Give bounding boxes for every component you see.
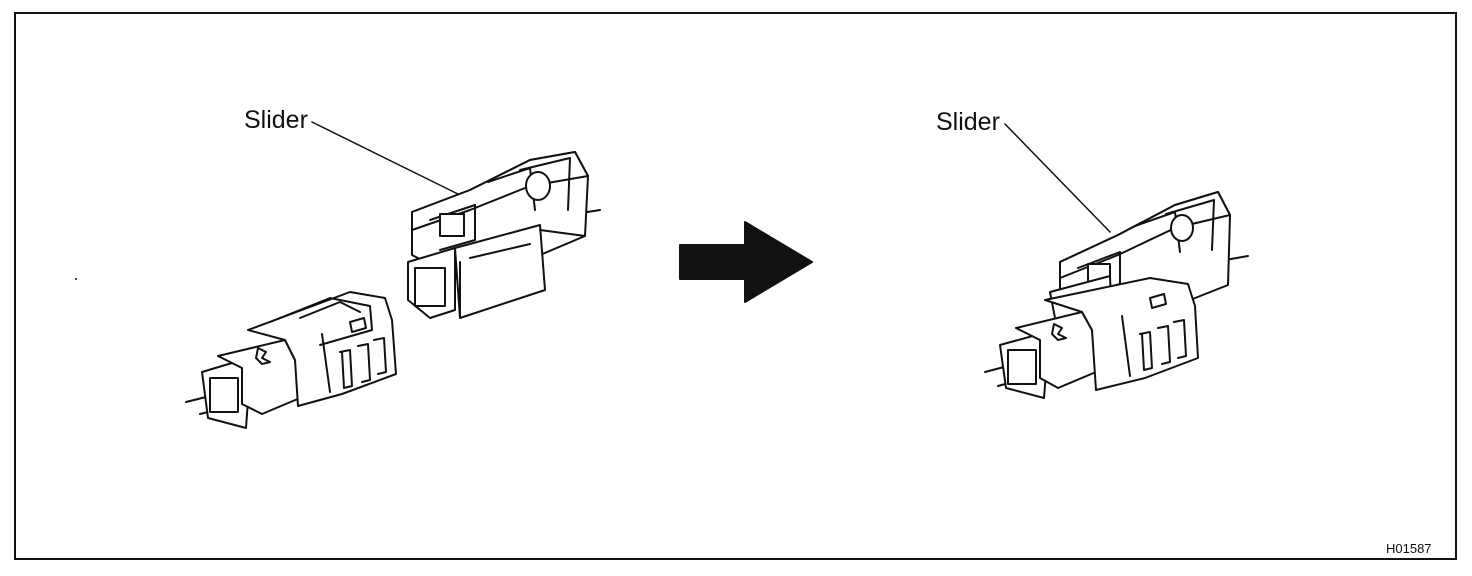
- arrow-right-icon: [679, 221, 813, 303]
- left-male-connector: [185, 291, 397, 429]
- right-slider-label: Slider: [936, 108, 1000, 136]
- figure-code: H01587: [1386, 541, 1432, 556]
- left-slider-label: Slider: [244, 106, 308, 134]
- right-slider-leader: [1004, 123, 1111, 233]
- left-slider-leader: [311, 121, 463, 197]
- stray-mark: [75, 278, 77, 280]
- right-male-connector: [984, 277, 1199, 399]
- left-female-connector: [407, 151, 601, 319]
- right-scene: [984, 123, 1249, 399]
- left-scene: [185, 121, 601, 429]
